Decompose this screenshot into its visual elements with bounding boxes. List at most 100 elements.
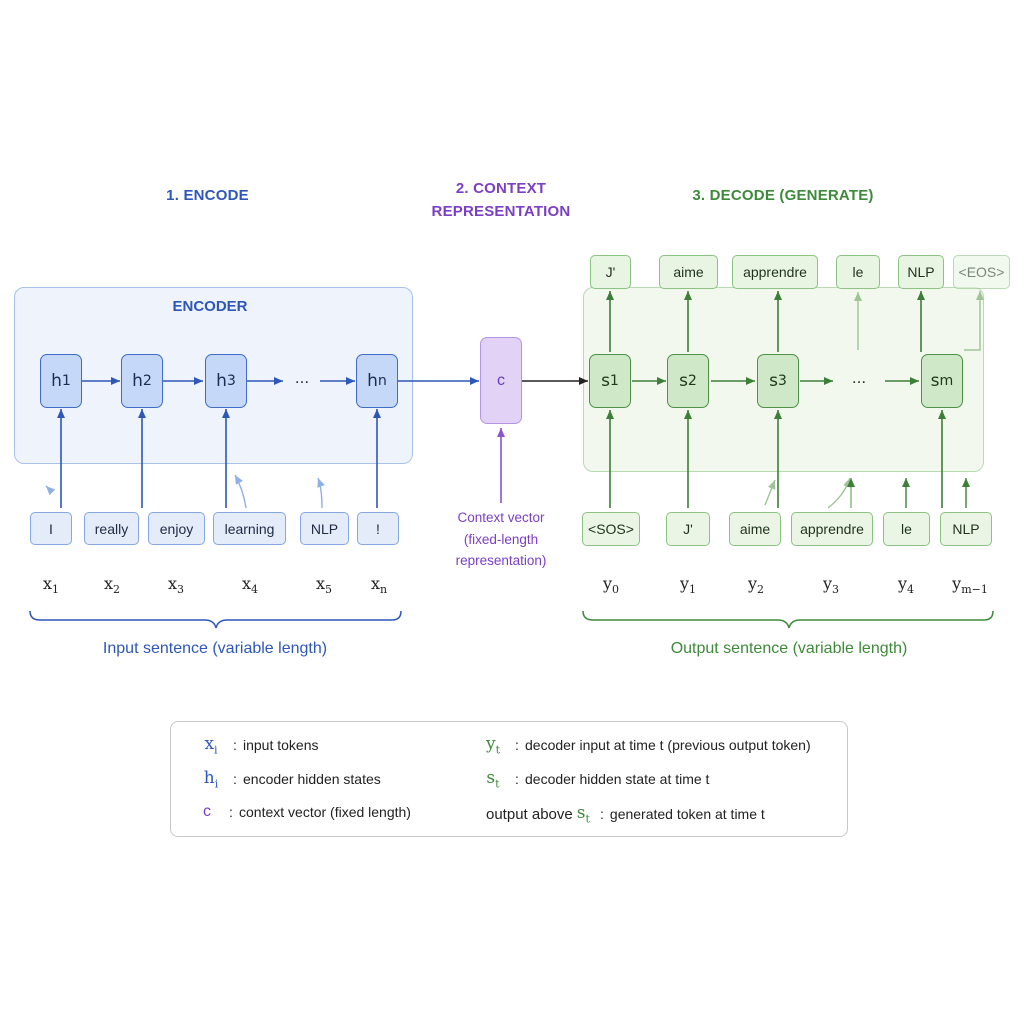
var-base: y (679, 574, 690, 593)
output-caption: Output sentence (variable length) (670, 640, 908, 657)
context-label: Context vector (fixed-length representat… (441, 507, 561, 572)
context-label-line2: (fixed-length (463, 531, 539, 547)
state-sub: 1 (61, 373, 71, 389)
input-var: x4 (220, 574, 280, 596)
output-var: ym−1 (930, 574, 1010, 596)
legend-desc-c: context vector (fixed length) (239, 804, 411, 820)
decoder-input-token: NLP (940, 512, 992, 546)
input-token: learning (213, 512, 286, 545)
heading-encode: 1. ENCODE (166, 187, 249, 204)
var-sub: 3 (177, 583, 185, 597)
output-token-eos: <EOS> (953, 255, 1010, 289)
input-var: x5 (294, 574, 354, 596)
sym-base: x (204, 734, 215, 754)
legend-desc-x: input tokens (243, 737, 319, 754)
legend-colon: : (233, 737, 237, 754)
var-sub: 1 (52, 583, 60, 597)
heading-context: 2. CONTEXT REPRESENTATION (410, 177, 592, 223)
sym-sub: t (495, 743, 501, 757)
output-token: J' (590, 255, 631, 289)
var-base: x (103, 574, 114, 593)
state-base: h (51, 371, 62, 391)
heading-decode: 3. DECODE (GENERATE) (692, 187, 874, 204)
output-brace (582, 610, 994, 629)
sym-base: h (203, 768, 215, 788)
decoder-input-token: le (883, 512, 930, 546)
var-sub: 5 (325, 583, 333, 597)
legend-symbol-y: yt (477, 734, 509, 756)
var-base: x (167, 574, 178, 593)
state-sub: 3 (226, 373, 236, 389)
output-token: NLP (898, 255, 944, 289)
faint-arrow-1 (45, 485, 56, 496)
decoder-ellipsis: ... (851, 368, 867, 387)
legend-symbol-c: c (203, 803, 211, 820)
state-base: s (930, 371, 940, 391)
state-sub: m (939, 373, 954, 389)
input-var: x1 (21, 574, 81, 596)
input-caption: Input sentence (variable length) (102, 640, 328, 657)
var-base: y (822, 574, 833, 593)
var-sub: 1 (689, 583, 697, 597)
input-token: really (84, 512, 139, 545)
legend-symbol-s: st (477, 768, 509, 790)
state-sub: 1 (609, 373, 619, 389)
sym-base: s (576, 803, 586, 823)
state-sub: 3 (777, 373, 787, 389)
output-var: y4 (876, 574, 936, 596)
state-base: s (679, 371, 688, 391)
output-var: y3 (801, 574, 861, 596)
faint-arrow-apprendre (827, 477, 851, 509)
legend-row-h: hi : encoder hidden states (195, 768, 381, 790)
legend-colon: : (233, 771, 237, 788)
legend-colon: : (229, 804, 233, 820)
legend-colon: : (599, 806, 604, 823)
var-base: y (747, 574, 758, 593)
state-base: s (769, 371, 778, 391)
input-token: I (30, 512, 72, 545)
faint-arrow-eos (964, 291, 984, 351)
sym-base: s (486, 768, 496, 788)
sym-sub: t (585, 812, 590, 826)
decoder-input-token: aime (729, 512, 781, 546)
legend-colon: : (515, 737, 519, 754)
var-sub: 0 (612, 583, 620, 597)
decoder-input-token: apprendre (791, 512, 873, 546)
legend-colon: : (515, 771, 519, 788)
input-token: NLP (300, 512, 349, 545)
legend-row-output: output above st : generated token at tim… (486, 803, 765, 825)
input-token: ! (357, 512, 399, 545)
legend-desc-s: decoder hidden state at time t (525, 771, 710, 788)
legend-desc-h: encoder hidden states (243, 771, 381, 788)
encoder-title: ENCODER (172, 298, 248, 315)
var-base: x (241, 574, 252, 593)
var-sub: 2 (113, 583, 121, 597)
var-base: y (952, 574, 962, 593)
legend-row-x: xi : input tokens (195, 734, 319, 757)
heading-context-line2: REPRESENTATION (431, 203, 571, 220)
var-sub: n (379, 583, 388, 597)
output-token: le (836, 255, 880, 289)
legend-output-prefix: output above (486, 805, 573, 823)
output-var: y2 (726, 574, 786, 596)
context-vector: c (480, 337, 522, 424)
heading-context-line1: 2. CONTEXT (455, 180, 547, 197)
output-var: y1 (658, 574, 718, 596)
var-base: y (897, 574, 908, 593)
legend-desc-y: decoder input at time t (previous output… (525, 737, 811, 754)
sym-sub: i (214, 777, 219, 791)
encoder-ellipsis: ... (294, 368, 310, 387)
var-sub: 2 (757, 583, 765, 597)
var-base: x (315, 574, 326, 593)
context-label-line1: Context vector (457, 510, 545, 525)
state-sub: n (377, 373, 387, 389)
var-base: y (602, 574, 613, 593)
sym-sub: i (214, 743, 218, 757)
state-base: h (216, 371, 227, 391)
faint-arrow-3 (317, 477, 325, 509)
state-sub: 2 (142, 373, 152, 389)
